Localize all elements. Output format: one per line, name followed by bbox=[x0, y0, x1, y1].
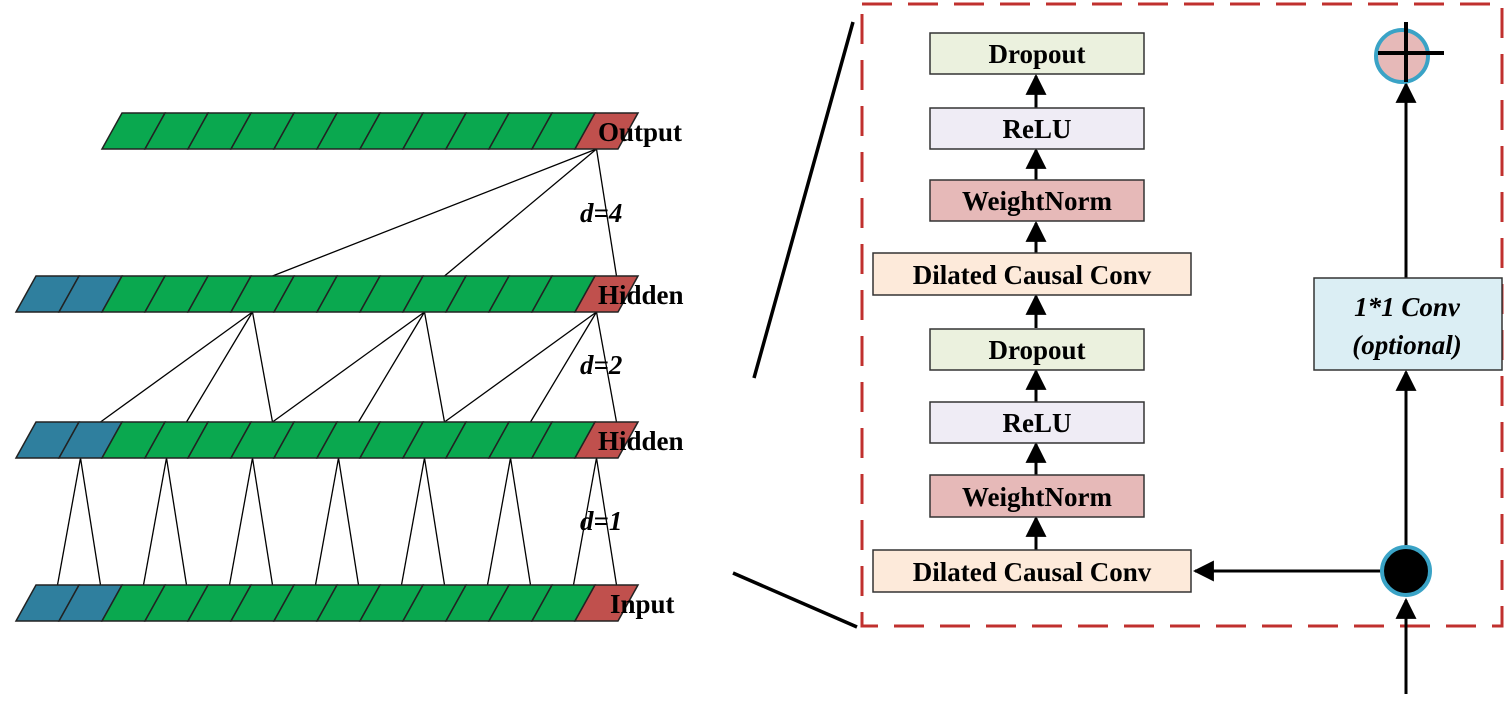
dilation-connection bbox=[272, 148, 597, 277]
dilation-connection bbox=[165, 457, 188, 586]
dilation-connection bbox=[79, 457, 102, 586]
dilation-connection bbox=[142, 457, 168, 586]
dilation-connection bbox=[572, 457, 598, 586]
dilation-label-4: d=4 bbox=[580, 198, 622, 228]
dilation-connection bbox=[595, 457, 618, 586]
dilation-connection bbox=[251, 457, 274, 586]
dilation-connection bbox=[337, 457, 360, 586]
residual-path bbox=[1192, 81, 1417, 694]
hidden-layer-bottom bbox=[14, 421, 640, 459]
residual-conv-line2: (optional) bbox=[1352, 330, 1462, 360]
layer-label-hidden-bottom: Hidden bbox=[598, 426, 684, 456]
dilation-connection bbox=[272, 311, 425, 423]
dilated-convolution-stack bbox=[14, 112, 640, 622]
block-dropout-bottom: Dropout bbox=[929, 328, 1145, 371]
dilation-connection bbox=[357, 311, 426, 423]
add-node-icon bbox=[1374, 22, 1444, 84]
dilation-connection bbox=[509, 457, 532, 586]
block-weightnorm-bottom: WeightNorm bbox=[929, 474, 1145, 518]
branch-point-icon bbox=[1380, 545, 1432, 597]
dilation-connection bbox=[444, 148, 597, 277]
block-relu-top-label: ReLU bbox=[1003, 114, 1072, 144]
block-dropout-top: Dropout bbox=[929, 32, 1145, 75]
dilation-connection bbox=[400, 457, 426, 586]
dilation-connection bbox=[423, 457, 446, 586]
dilation-connection bbox=[529, 311, 598, 423]
dilation-connections bbox=[56, 148, 618, 586]
dilation-connection bbox=[228, 457, 254, 586]
dilation-connection bbox=[100, 311, 253, 423]
block-relu-bottom: ReLU bbox=[929, 401, 1145, 444]
residual-conv-box: 1*1 Conv (optional) bbox=[1313, 277, 1503, 371]
current-output-cell bbox=[573, 275, 640, 313]
block-dropout-bottom-label: Dropout bbox=[988, 335, 1085, 365]
input-layer bbox=[14, 584, 640, 622]
residual-conv-line1: 1*1 Conv bbox=[1354, 292, 1461, 322]
current-output-cell bbox=[573, 421, 640, 459]
layer-label-output: Output bbox=[598, 117, 682, 147]
block-conv-top: Dilated Causal Conv bbox=[872, 252, 1192, 296]
residual-block-frame bbox=[860, 2, 1504, 628]
dilation-connection bbox=[251, 311, 274, 423]
dilation-connection bbox=[314, 457, 340, 586]
block-dropout-top-label: Dropout bbox=[988, 39, 1085, 69]
layer-label-hidden-top: Hidden bbox=[598, 280, 684, 310]
block-relu-top: ReLU bbox=[929, 107, 1145, 150]
current-output-cell bbox=[573, 112, 640, 150]
dilation-connection bbox=[595, 148, 618, 277]
hidden-layer-top bbox=[14, 275, 640, 313]
current-output-cell bbox=[573, 584, 640, 622]
dilation-connection bbox=[56, 457, 82, 586]
block-relu-bottom-label: ReLU bbox=[1003, 408, 1072, 438]
zoom-line-bottom bbox=[732, 571, 858, 629]
block-conv-bottom: Dilated Causal Conv bbox=[872, 549, 1192, 593]
layer-rows bbox=[14, 112, 640, 622]
dilation-label-2: d=2 bbox=[580, 350, 622, 380]
dilation-connection bbox=[423, 311, 446, 423]
output-layer bbox=[100, 112, 640, 150]
block-conv-bottom-label: Dilated Causal Conv bbox=[913, 557, 1152, 587]
dilation-connection bbox=[185, 311, 254, 423]
block-weightnorm-top: WeightNorm bbox=[929, 179, 1145, 222]
zoom-line-top bbox=[752, 21, 855, 379]
dilation-label-1: d=1 bbox=[580, 506, 622, 536]
dilation-connection bbox=[486, 457, 512, 586]
layer-label-input: Input bbox=[610, 589, 675, 619]
block-weightnorm-bottom-label: WeightNorm bbox=[962, 482, 1112, 512]
block-conv-top-label: Dilated Causal Conv bbox=[913, 260, 1152, 290]
dilation-connection bbox=[444, 311, 597, 423]
dilation-connection bbox=[595, 311, 618, 423]
block-weightnorm-top-label: WeightNorm bbox=[962, 186, 1112, 216]
